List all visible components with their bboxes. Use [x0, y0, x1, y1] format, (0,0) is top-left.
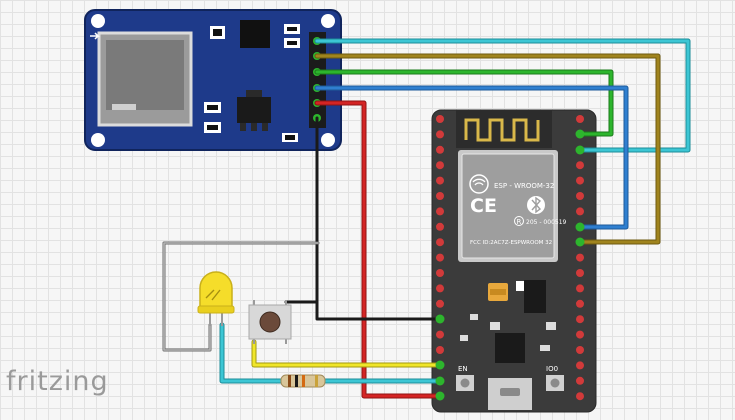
en-button[interactable] [456, 375, 474, 391]
header-pin [436, 269, 444, 277]
header-pin [576, 315, 584, 324]
resistor [280, 374, 326, 388]
wire-green [315, 70, 613, 136]
header-pin [576, 284, 584, 293]
header-pin [576, 346, 584, 354]
wires [162, 38, 691, 399]
module-title: ESP - WROOM-32 [494, 182, 554, 190]
sd-card-module [84, 9, 342, 151]
wifi-icon [469, 174, 489, 194]
smd-component [516, 281, 530, 291]
header-pin [576, 192, 584, 200]
sd-card-slot [90, 31, 193, 127]
header-pin [576, 330, 584, 339]
led [197, 271, 235, 326]
io0-label: IO0 [546, 365, 558, 373]
header-pin [576, 161, 584, 170]
push-button[interactable] [248, 300, 292, 344]
header-pin [436, 284, 444, 293]
bluetooth-icon [527, 196, 545, 214]
esp-wroom-module: ESP - WROOM-32 CE R 205 - 000519 FCC ID:… [458, 150, 567, 262]
r-code: 205 - 000519 [526, 219, 567, 226]
ce-mark-icon: CE [470, 195, 497, 217]
voltage-regulator [237, 90, 271, 131]
wire-yellow [252, 340, 442, 367]
header-pin [576, 299, 584, 308]
wire-cyan [315, 39, 690, 152]
fcc-line: FCC ID:2AC7Z-ESPWROOM 32 [470, 240, 552, 246]
smd-component [546, 322, 556, 330]
header-pin [436, 207, 444, 216]
wire-blue [315, 86, 628, 229]
fritzing-watermark: fritzing [6, 366, 109, 397]
esp32-right-header [576, 115, 584, 401]
header-pin [436, 176, 444, 185]
io0-button[interactable] [546, 375, 564, 391]
header-pin [576, 361, 584, 370]
header-pin [576, 253, 584, 262]
header-pin [436, 222, 444, 231]
header-pin [436, 346, 444, 354]
header-pin [576, 176, 584, 185]
wire-led-anode [220, 323, 283, 383]
mounting-hole [321, 14, 335, 28]
smd-component [540, 345, 550, 351]
level-shifter-chip [240, 20, 270, 48]
smd-component [470, 314, 478, 320]
header-pin [436, 130, 444, 139]
sd-pin-header [309, 32, 326, 128]
pcb-antenna [464, 118, 540, 142]
header-pin [576, 392, 584, 401]
header-pin [436, 145, 444, 154]
mounting-hole [321, 133, 335, 147]
svg-text:R: R [517, 218, 522, 226]
header-pin [436, 161, 444, 170]
header-pin [436, 192, 444, 200]
usb-uart-chip [495, 333, 525, 363]
antenna-area [456, 110, 552, 148]
header-pin [436, 330, 444, 339]
wire-yellow-outline [251, 339, 443, 368]
arrow-icon [90, 32, 100, 40]
header-pin [436, 299, 444, 308]
smd-component [460, 335, 468, 341]
ldo-regulator [524, 280, 546, 313]
header-pin [436, 253, 444, 262]
esp32-board: ESP - WROOM-32 CE R 205 - 000519 FCC ID:… [431, 109, 597, 413]
mounting-hole [91, 14, 105, 28]
wire-gray [163, 242, 319, 351]
r-mark-icon: R [514, 216, 524, 226]
wire-brown [315, 54, 660, 244]
header-pin [576, 376, 584, 385]
header-pin [576, 115, 584, 123]
header-pin [436, 238, 444, 247]
header-pin [576, 269, 584, 277]
header-pin [436, 115, 444, 123]
header-pin [576, 207, 584, 216]
esp32-wire-pads [435, 129, 585, 401]
en-label: EN [458, 365, 468, 373]
wire-red [315, 101, 442, 398]
wire-black [315, 116, 442, 321]
mounting-hole [91, 133, 105, 147]
smd-component [490, 322, 500, 330]
wire-gray-outline [162, 241, 320, 352]
